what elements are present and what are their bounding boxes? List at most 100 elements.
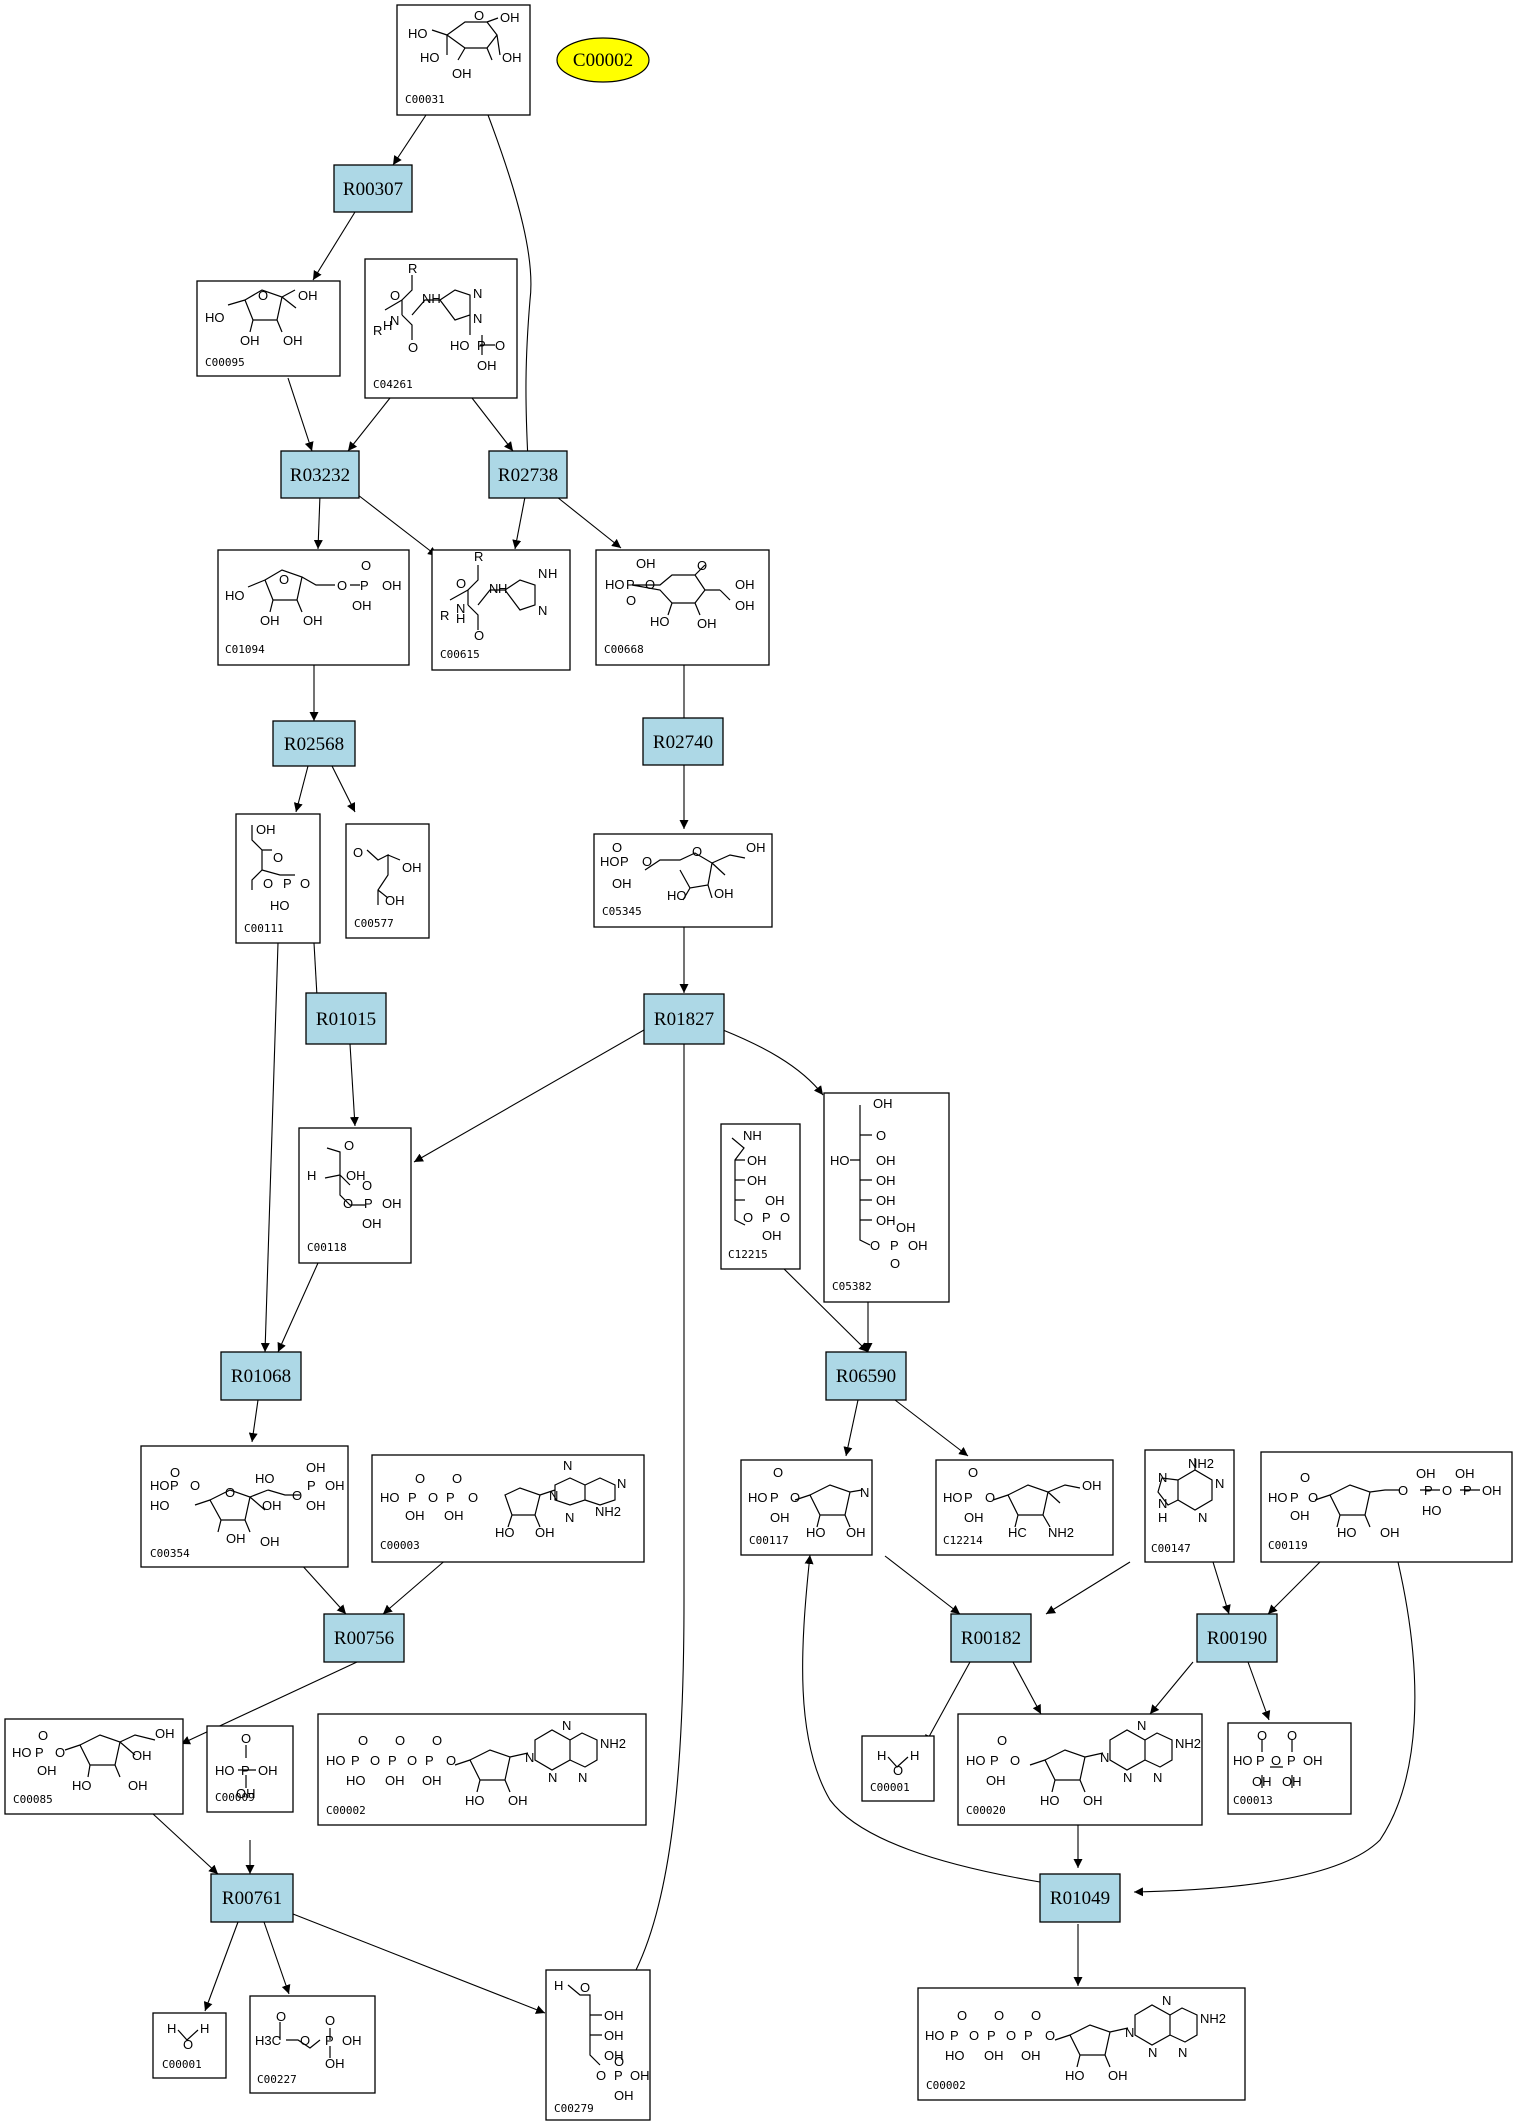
compound-C00002b[interactable] [917,1987,1246,2101]
compound-C12214[interactable] [935,1459,1114,1556]
compound-C00003[interactable] [371,1454,645,1563]
structure-C12215: NH OH OH OH O P O OH C12215 [728,1128,790,1261]
compound-C01094[interactable] [217,549,410,666]
atom: O [596,2068,606,2083]
reaction-R00756[interactable]: R00756 [323,1613,405,1663]
atom: OH [735,598,755,613]
atom: N [1162,1993,1171,2008]
atom: O [876,1128,886,1143]
reaction-R01827[interactable]: R01827 [643,993,725,1045]
atom: OH [630,2068,650,2083]
compound-id: C00111 [244,922,284,935]
atom: O [1010,1753,1020,1768]
reaction-R00190[interactable]: R00190 [1196,1613,1278,1663]
compound-C00111[interactable] [235,813,321,944]
atom: OH [1290,1508,1310,1523]
reaction-box [272,720,356,767]
compound-C00085[interactable] [4,1718,184,1815]
compound-C00279[interactable] [545,1969,651,2121]
compound-C04261[interactable] [364,258,518,399]
structure-C00085: O HO P O OH OH HO OH OH C00085 [12,1726,175,1806]
reaction-R06590[interactable]: R06590 [825,1351,907,1401]
reaction-R03232[interactable]: R03232 [280,450,360,499]
atom: O [1287,1728,1297,1743]
atom: O [969,2028,979,2043]
compound-C00227[interactable] [249,1995,376,2094]
atom: N [578,1770,587,1785]
atom: OH [236,1786,256,1801]
atom: O [279,572,289,587]
reaction-R01015[interactable]: R01015 [305,992,387,1045]
atom: OH [876,1173,896,1188]
atom: N [1137,1718,1146,1733]
structure-C00001b: H O H C00001 [162,2021,209,2071]
compound-C00001b[interactable] [152,2012,227,2079]
compound-C05345[interactable] [593,833,773,928]
compound-C00001a[interactable] [861,1735,935,1802]
reaction-R02740[interactable]: R02740 [642,717,724,766]
compound-C00013[interactable] [1227,1722,1352,1815]
structure-C00003: O O HO P O P O OH OH HO OH N N NH2 N N C… [380,1458,626,1552]
atom: P [325,2033,334,2048]
atom: P [762,1210,771,1225]
atom: OH [964,1510,984,1525]
atom: OH [508,1793,528,1808]
atom: HO [255,1471,275,1486]
compound-C00354[interactable] [140,1445,349,1568]
compound-C00095[interactable] [196,280,341,377]
compound-C00002a[interactable] [317,1713,647,1826]
atom: O [55,1745,65,1760]
atom: P [1287,1753,1296,1768]
reaction-R01068[interactable]: R01068 [220,1351,302,1401]
reaction-R02568[interactable]: R02568 [272,720,356,767]
reaction-box [643,993,725,1045]
atom: O [994,2008,1004,2023]
atom: OH [298,288,318,303]
atom: N [565,1510,574,1525]
compound-C00668[interactable] [595,549,770,666]
compound-C00009[interactable] [206,1725,294,1813]
compound-C00147[interactable] [1144,1449,1235,1563]
structure-C00615: R O N H R N H O N H N C00615 [440,549,557,661]
structure-C00118: O H OH O P OH OH O C00118 [307,1138,402,1254]
atom: OH [714,886,734,901]
atom: O [241,1731,251,1746]
atom: O [968,1465,978,1480]
highlight-node[interactable]: C00002 [556,37,650,83]
reaction-R02738[interactable]: R02738 [488,450,568,499]
atom: OH [1082,1478,1102,1493]
atom: O [1006,2028,1016,2043]
atom: P [990,1753,999,1768]
compound-C00119[interactable] [1260,1451,1513,1563]
compound-C12215[interactable] [720,1123,801,1270]
compound-C00020[interactable] [957,1713,1203,1826]
reaction-box [642,717,724,766]
atom: O [415,1471,425,1486]
atom: OH [1455,1466,1475,1481]
atom: HO [205,310,225,325]
compound-C00117[interactable] [740,1459,873,1556]
atom: O [428,1490,438,1505]
atom: HO [380,1490,400,1505]
atom: H3C [255,2033,281,2048]
atom: N [1100,1750,1109,1765]
atom: H [383,318,392,333]
reaction-R00182[interactable]: R00182 [950,1613,1032,1663]
reaction-R00307[interactable]: R00307 [333,164,413,213]
compound-id: C00577 [354,917,394,930]
atom: HO [650,614,670,629]
compound-C00615[interactable] [431,549,571,671]
atom: OH [1108,2068,1128,2083]
structure-C00147: NH2 N N N N H C00147 [1151,1456,1224,1555]
reaction-R00761[interactable]: R00761 [210,1873,294,1923]
atom: HO [667,888,687,903]
atom: O [474,8,484,23]
reaction-R01049[interactable]: R01049 [1039,1873,1121,1923]
atom: P [1256,1753,1265,1768]
compound-C00118[interactable] [298,1127,412,1264]
compound-C05382[interactable] [823,1092,950,1303]
compound-C00577[interactable] [345,823,430,939]
atom: P [477,338,486,353]
atom: P [307,1478,316,1493]
atom: O [773,1465,783,1480]
